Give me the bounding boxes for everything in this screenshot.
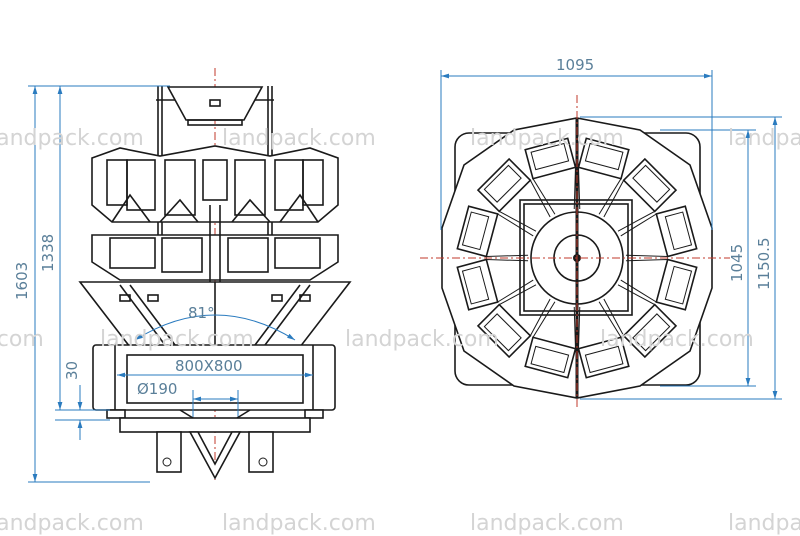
angle-label: 81°: [188, 304, 215, 322]
watermark: landpack.com: [470, 126, 624, 151]
top-view: 1095 1045 1150.5: [420, 56, 782, 410]
overall-depth-label: 1150.5: [755, 238, 773, 291]
watermark: landpack.com: [345, 327, 499, 352]
bucket: [524, 137, 577, 215]
frame-height-label: 1338: [39, 234, 57, 272]
overall-height-label: 1603: [13, 262, 31, 300]
watermark: landpack.com: [222, 511, 376, 536]
bucket: [524, 301, 577, 379]
bucket: [603, 284, 678, 359]
frame-depth-label: 1045: [728, 244, 746, 282]
bucket: [620, 258, 698, 311]
watermark: landpack.com: [470, 511, 624, 536]
bucket: [476, 157, 551, 232]
base-gap-label: 30: [63, 361, 81, 380]
bucket: [577, 301, 630, 379]
bucket: [456, 258, 534, 311]
watermark: landpack.com: [0, 327, 44, 352]
watermark: landpack.com: [100, 327, 254, 352]
watermarks: landpack.com landpack.com landpack.com l…: [0, 126, 800, 536]
watermark: landpack.com: [728, 126, 800, 151]
watermark: landpack.com: [0, 511, 144, 536]
base-size-label: 800X800: [175, 357, 243, 375]
bucket: [577, 137, 630, 215]
weigh-buckets: [456, 137, 698, 379]
watermark: landpack.com: [222, 126, 376, 151]
bucket: [603, 157, 678, 232]
outlet-diameter-label: Ø190: [137, 380, 177, 398]
width-label: 1095: [556, 56, 594, 74]
watermark: landpack.com: [728, 511, 800, 536]
watermark: landpack.com: [0, 126, 144, 151]
front-view: 81° 800X800 Ø190 1603 1338 30: [13, 68, 352, 483]
watermark: landpack.com: [600, 327, 754, 352]
bucket: [476, 284, 551, 359]
bucket: [620, 205, 698, 258]
bucket: [456, 205, 534, 258]
